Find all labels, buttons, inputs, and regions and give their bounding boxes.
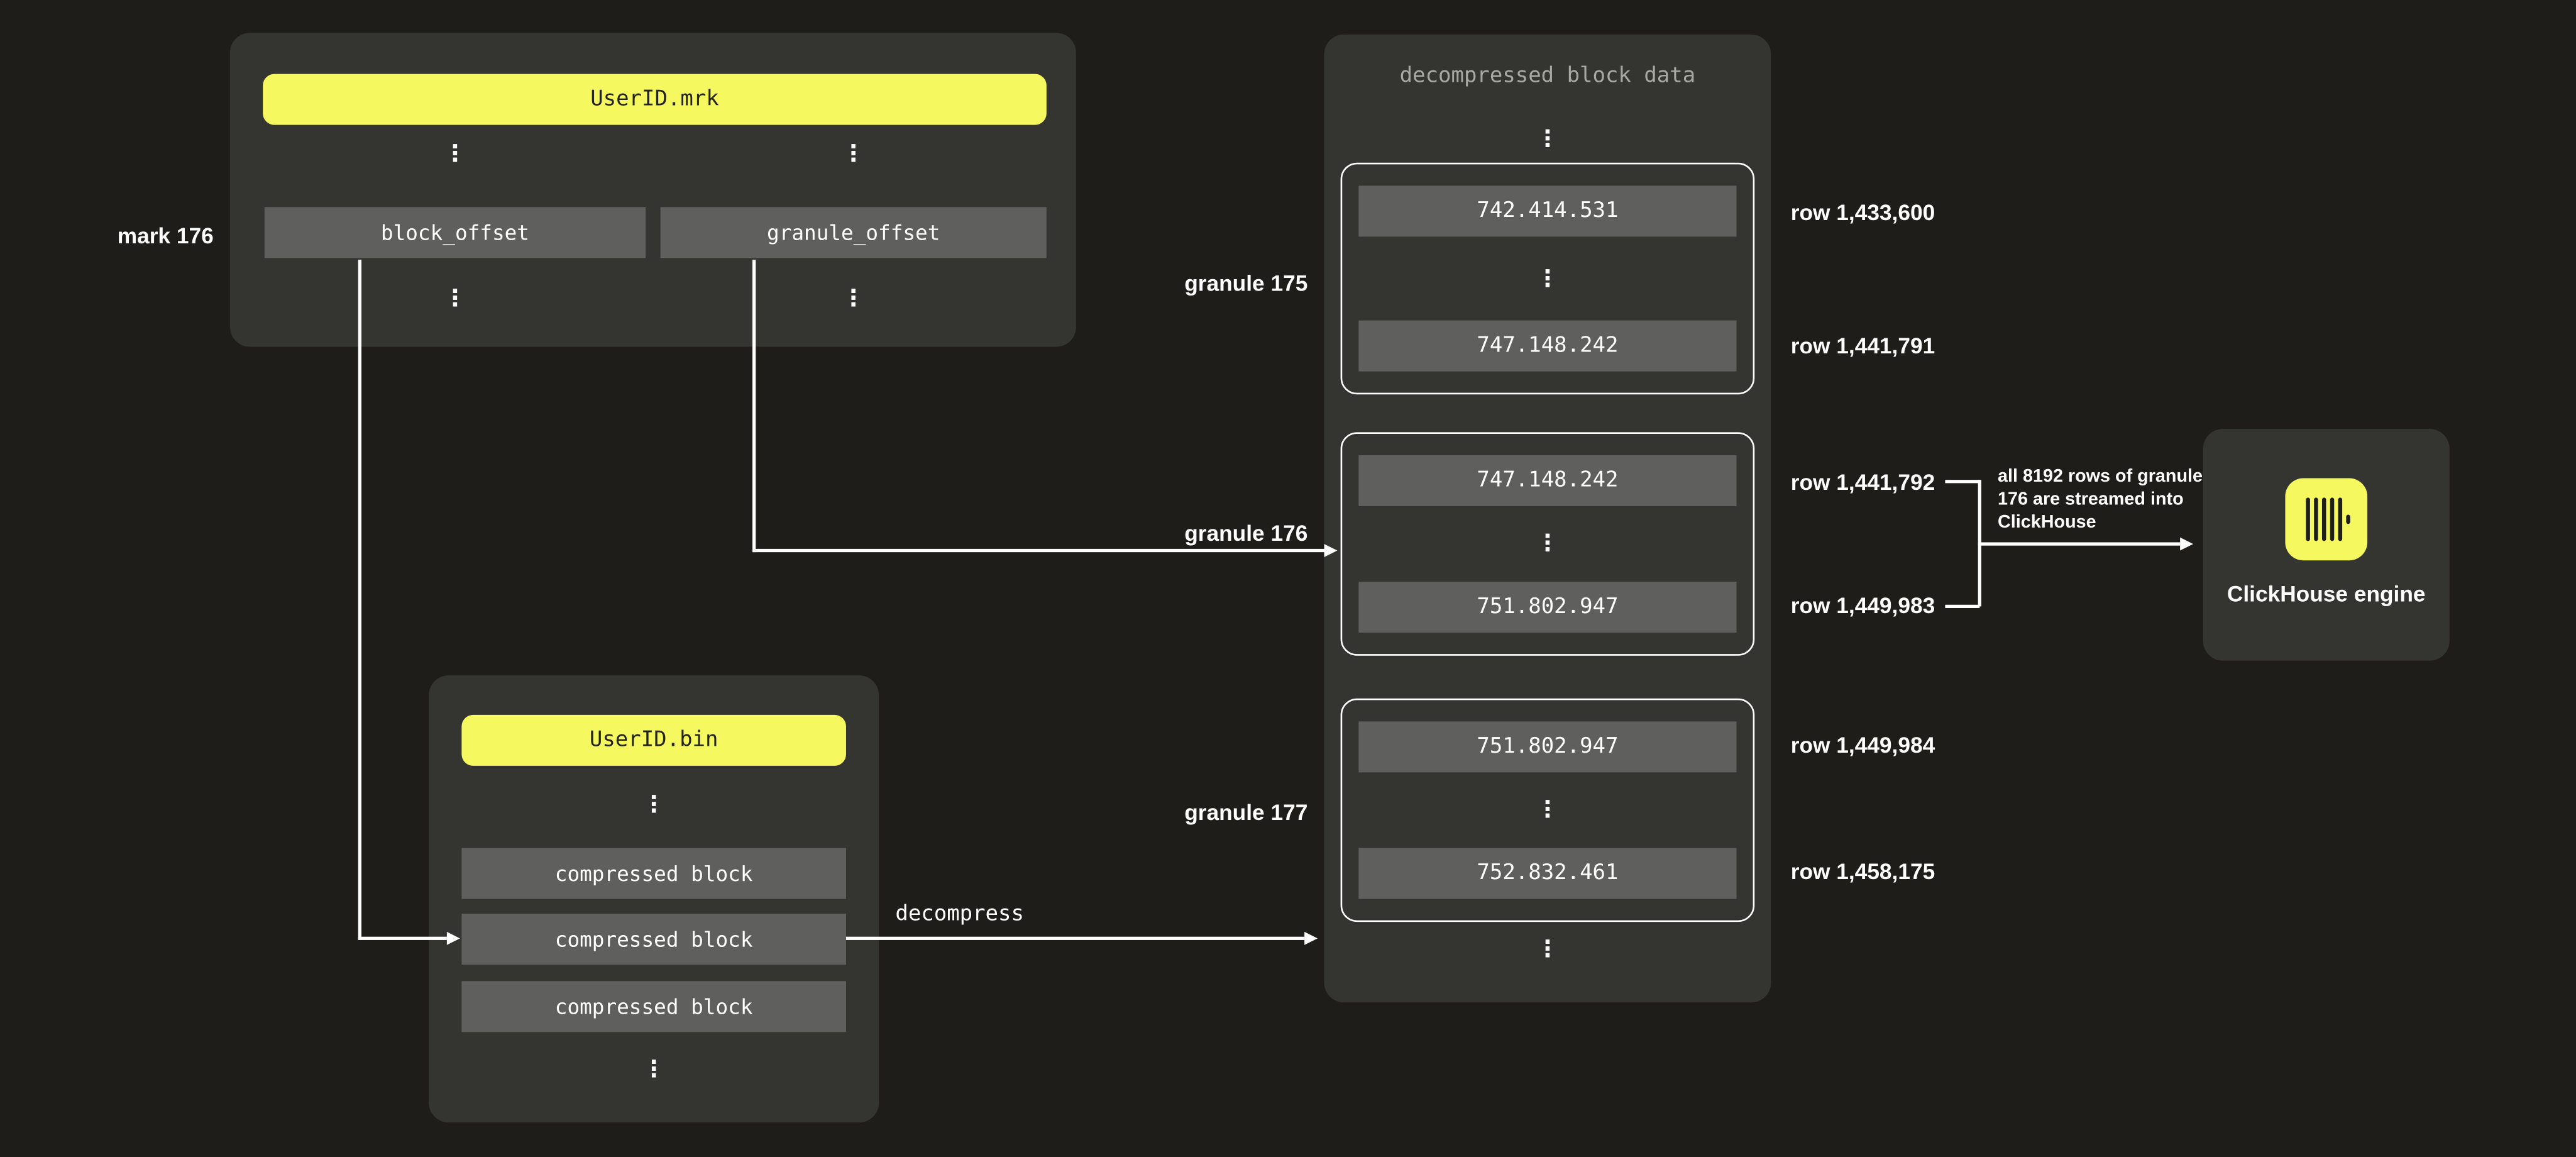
stream-annotation-line2: 176 are streamed into — [1998, 489, 2184, 510]
bin-file-panel: UserID.bin ⋮ compressed block compressed… — [429, 675, 879, 1123]
granule-175-box: 742.414.531 ⋮ 747.148.242 — [1340, 162, 1755, 395]
row-label-1433600: row 1,433,600 — [1790, 200, 1935, 226]
granule-176-last-value: 751.802.947 — [1358, 582, 1737, 633]
mark-176-label: mark 176 — [117, 223, 214, 248]
block-offset-connector-vertical — [358, 258, 361, 939]
granule-offset-connector-vertical — [752, 258, 755, 551]
decompress-connector — [845, 936, 1305, 939]
clickhouse-logo-icon — [2285, 478, 2368, 561]
granule-175-label: granule 175 — [1184, 271, 1308, 296]
stream-annotation-line1: all 8192 rows of granule — [1998, 467, 2203, 487]
ellipsis-bin-top: ⋮ — [642, 792, 666, 819]
block-offset-field: block_offset — [264, 207, 646, 258]
ellipsis-decompressed-bottom: ⋮ — [1536, 936, 1560, 963]
ellipsis-granule-177: ⋮ — [1536, 797, 1560, 824]
compressed-block-2: compressed block — [461, 914, 846, 965]
compressed-block-1: compressed block — [461, 848, 846, 899]
stream-annotation: all 8192 rows of granule 176 are streame… — [1998, 465, 2203, 534]
granule-175-first-value: 742.414.531 — [1358, 185, 1737, 237]
row-label-1449983: row 1,449,983 — [1790, 593, 1935, 618]
clickhouse-engine-panel: ClickHouse engine — [2203, 429, 2450, 661]
ellipsis-mrk-col2-bottom: ⋮ — [842, 285, 866, 313]
granule-176-label: granule 176 — [1184, 521, 1308, 546]
ellipsis-granule-176: ⋮ — [1536, 531, 1560, 557]
granule-offset-arrowhead-icon — [1324, 543, 1338, 556]
granule-177-last-value: 752.832.461 — [1358, 848, 1737, 899]
ellipsis-granule-175: ⋮ — [1536, 265, 1560, 292]
stream-annotation-line3: ClickHouse — [1998, 512, 2096, 533]
clickhouse-engine-label: ClickHouse engine — [2226, 582, 2426, 607]
granule-177-first-value: 751.802.947 — [1358, 721, 1737, 773]
ellipsis-bin-bottom: ⋮ — [642, 1056, 666, 1083]
block-offset-arrowhead-icon — [446, 931, 460, 944]
bracket-bottom-stub — [1945, 604, 1980, 607]
mrk-file-title: UserID.mrk — [263, 74, 1047, 125]
decompress-arrowhead-icon — [1304, 931, 1318, 944]
decompress-label: decompress — [895, 902, 1024, 927]
ellipsis-mrk-col1-top: ⋮ — [443, 141, 467, 168]
granule-177-box: 751.802.947 ⋮ 752.832.461 — [1340, 698, 1755, 922]
bin-file-title: UserID.bin — [461, 714, 846, 766]
mrk-file-panel: UserID.mrk ⋮ ⋮ block_offset granule_offs… — [229, 33, 1076, 347]
ellipsis-mrk-col2-top: ⋮ — [842, 141, 866, 168]
ellipsis-mrk-col1-bottom: ⋮ — [443, 285, 467, 313]
granule-offset-connector-horizontal — [752, 548, 1324, 551]
row-label-1441792: row 1,441,792 — [1790, 470, 1935, 495]
ellipsis-decompressed-top: ⋮ — [1536, 126, 1560, 153]
decompressed-panel-title: decompressed block data — [1399, 64, 1696, 89]
block-offset-connector-horizontal — [358, 936, 447, 939]
row-label-1441791: row 1,441,791 — [1790, 333, 1935, 358]
granule-175-last-value: 747.148.242 — [1358, 320, 1737, 372]
bracket-top-stub — [1945, 480, 1980, 483]
row-label-1449984: row 1,449,984 — [1790, 733, 1935, 758]
row-label-1458175: row 1,458,175 — [1790, 859, 1935, 885]
decompressed-block-panel: decompressed block data ⋮ 742.414.531 ⋮ … — [1324, 34, 1771, 1003]
granule-176-box: 747.148.242 ⋮ 751.802.947 — [1340, 432, 1755, 656]
granule-177-label: granule 177 — [1184, 800, 1308, 825]
compressed-block-3: compressed block — [461, 981, 846, 1032]
stream-connector — [1978, 542, 2181, 545]
granule-176-first-value: 747.148.242 — [1358, 455, 1737, 506]
granule-offset-field: granule_offset — [660, 207, 1047, 258]
stream-arrowhead-icon — [2180, 536, 2194, 550]
